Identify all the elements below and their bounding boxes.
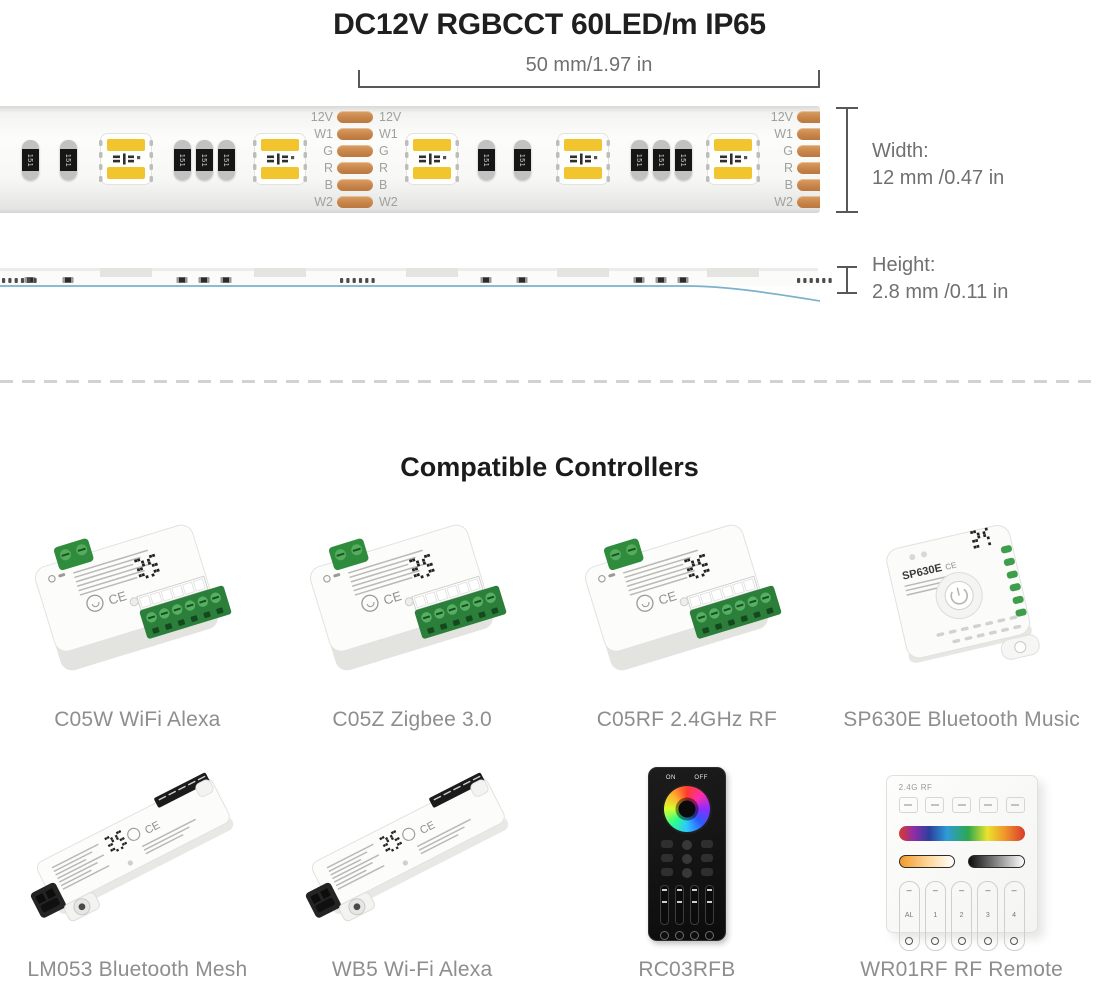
smd-resistor: 151	[630, 140, 648, 180]
smd-resistor: 151	[173, 140, 191, 180]
controller-image: CE	[7, 758, 267, 950]
controller-caption: WR01RF RF Remote	[860, 958, 1063, 981]
rf-remote-body: ON OFF	[647, 767, 726, 941]
smd-resistor: 151	[652, 140, 670, 180]
controller-caption: LM053 Bluetooth Mesh	[27, 958, 248, 981]
remote-on-label: ON	[665, 775, 676, 781]
zone-rocker: –3	[977, 881, 999, 951]
smd-resistor: 151	[217, 140, 235, 180]
width-title: Width:	[872, 140, 929, 162]
height-cap-bottom	[837, 292, 857, 294]
width-value: 12 mm /0.47 in	[872, 167, 1005, 189]
copper-solder-pads	[337, 111, 373, 213]
wall-panel-body: 2.4G RF –AL–1–2–3–4	[885, 775, 1038, 951]
height-value: 2.8 mm /0.11 in	[872, 281, 1009, 303]
panel-zone-rockers: –AL–1–2–3–4	[898, 881, 1025, 951]
page-title: DC12V RGBCCT 60LED/m IP65	[333, 8, 766, 41]
zone-rocker: –AL	[898, 881, 920, 951]
dashed-divider	[0, 380, 1099, 383]
controller-lm053: CE LM053 Bluetooth Mesh	[0, 758, 275, 982]
smd-resistor: 151	[513, 140, 531, 180]
controller-image: CE	[17, 508, 257, 700]
height-cap-top	[837, 266, 857, 268]
zone-rocker: –4	[1003, 881, 1025, 951]
height-annotation: Height: 2.8 mm /0.11 in	[872, 252, 1008, 306]
dim-bar	[968, 855, 1025, 868]
controller-rc03rfb: ON OFF RC03RFB	[550, 758, 825, 982]
led-chip	[253, 132, 307, 186]
controller-caption: C05RF 2.4GHz RF	[596, 708, 778, 731]
zone-rocker: –1	[924, 881, 946, 951]
controller-c05z: CE C05Z Zigbee 3.0	[275, 508, 550, 732]
cct-bar	[898, 855, 956, 868]
remote-buttons	[657, 840, 717, 878]
width-cap-top	[836, 107, 858, 109]
controller-image: CE	[282, 758, 542, 950]
mesh-controller-art: CE	[306, 772, 509, 921]
remote-zone-sliders	[657, 885, 717, 925]
strip-side-view	[0, 258, 860, 311]
segment-length-label: 50 mm/1.97 in	[525, 54, 653, 76]
zone-rocker: –2	[951, 881, 973, 951]
controller-image: CE	[292, 508, 532, 700]
wifi-controller-art: CE	[35, 524, 232, 671]
smd-resistor: 151	[21, 140, 39, 180]
wifi-controller-art: CE	[310, 524, 507, 671]
smd-resistor: 151	[674, 140, 692, 180]
wifi-controller-art: CE	[584, 524, 782, 671]
svg-text:CE: CE	[382, 588, 404, 608]
led-chip	[556, 132, 610, 186]
led-chip	[706, 132, 760, 186]
panel-logo: 2.4G RF	[898, 783, 933, 792]
bracket-tick-right	[818, 70, 820, 88]
controller-wb5: CE WB5 Wi-Fi Alexa	[275, 758, 550, 982]
strip-side-svg	[0, 268, 832, 302]
panel-keys	[898, 797, 1025, 813]
led-chip	[405, 132, 459, 186]
controller-c05rf: CE C05RF 2.4GHz RF	[550, 508, 825, 732]
height-title: Height:	[872, 254, 936, 276]
controller-image: CE	[567, 508, 807, 700]
bracket-tick-left	[358, 70, 360, 88]
smd-resistor: 151	[477, 140, 495, 180]
controller-image: SP630E CE	[857, 508, 1067, 700]
controller-caption: RC03RFB	[638, 958, 736, 981]
controller-image: 2.4G RF –AL–1–2–3–4	[885, 758, 1038, 951]
color-wheel	[663, 786, 710, 832]
controllers-grid: CE C05W WiFi Alexa CE	[0, 508, 1099, 982]
controller-image: ON OFF	[647, 758, 726, 950]
smd-resistor: 151	[59, 140, 77, 180]
copper-solder-pads	[797, 111, 820, 213]
music-controller-art: SP630E CE	[885, 525, 1040, 663]
controller-wr01rf: 2.4G RF –AL–1–2–3–4 WR01RF RF Remote	[824, 758, 1099, 982]
smd-resistor: 151	[195, 140, 213, 180]
controller-caption: SP630E Bluetooth Music	[843, 708, 1080, 731]
controllers-heading: Compatible Controllers	[400, 452, 699, 482]
svg-text:CE: CE	[944, 561, 957, 572]
led-chip	[99, 132, 153, 186]
svg-text:CE: CE	[107, 588, 129, 608]
controller-caption: WB5 Wi-Fi Alexa	[331, 958, 493, 981]
svg-text:CE: CE	[656, 588, 678, 608]
segment-length-bracket	[358, 86, 820, 88]
rainbow-bar	[898, 826, 1025, 841]
controller-caption: C05Z Zigbee 3.0	[332, 708, 492, 731]
remote-zone-dots	[657, 931, 717, 940]
width-annotation: Width: 12 mm /0.47 in	[872, 138, 1004, 192]
width-measure-line	[846, 109, 848, 211]
remote-off-label: OFF	[694, 775, 708, 781]
width-cap-bottom	[836, 211, 858, 213]
controller-sp630e: SP630E CE SP630E Bluetooth Music	[824, 508, 1099, 732]
mesh-controller-art: CE	[31, 772, 234, 921]
controller-caption: C05W WiFi Alexa	[54, 708, 221, 731]
controller-c05w: CE C05W WiFi Alexa	[0, 508, 275, 732]
height-measure-line	[846, 268, 848, 292]
